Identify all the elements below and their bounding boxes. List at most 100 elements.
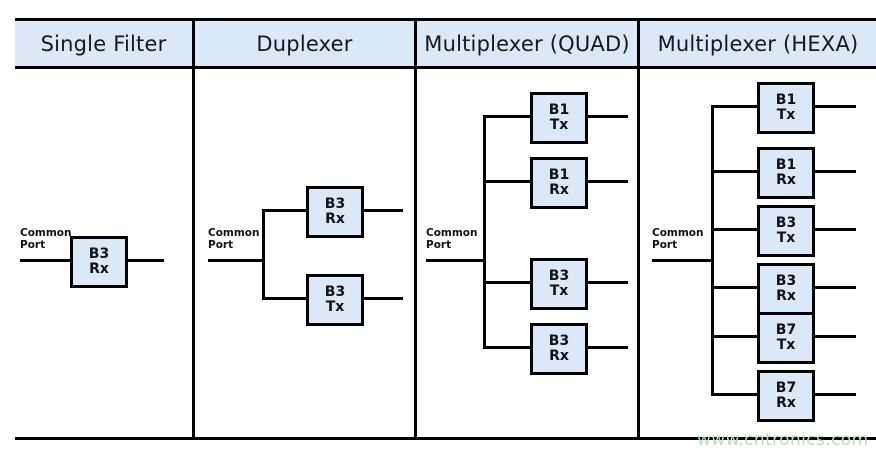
common-port-label: Common Port xyxy=(20,227,72,252)
common-port-label: Common Port xyxy=(652,227,704,252)
filter-box: B3 Rx xyxy=(757,263,815,315)
diagram-multiplexer-hexa: Common Port B1 Tx B1 Rx B3 T xyxy=(640,69,876,437)
filter-band: B1 xyxy=(548,101,570,118)
filter-band: B3 xyxy=(324,195,346,212)
comparison-table: Single Filter Duplexer Multiplexer (QUAD… xyxy=(15,18,876,440)
header-bottom-border xyxy=(15,66,876,69)
filter-output-line xyxy=(128,259,164,262)
filter-band: B3 xyxy=(775,272,797,289)
filter-output-line xyxy=(588,281,628,284)
branch-line-4 xyxy=(711,286,760,289)
filter-direction: Rx xyxy=(776,172,796,188)
filter-box: B1 Rx xyxy=(757,147,815,199)
splitter-bus xyxy=(711,105,714,396)
table-bottom-border xyxy=(15,437,876,440)
site-watermark: www.cntronics.com xyxy=(697,430,869,450)
column-header-label: Duplexer xyxy=(256,31,353,56)
branch-line-2 xyxy=(262,297,309,300)
column-header-multiplexer-quad: Multiplexer (QUAD) xyxy=(417,21,637,66)
filter-direction: Tx xyxy=(549,283,569,299)
common-port-label: Common Port xyxy=(208,227,260,252)
filter-output-line xyxy=(815,286,856,289)
filter-output-line xyxy=(815,393,856,396)
common-port-label-line1: Common xyxy=(426,227,478,239)
filter-box: B3 Rx xyxy=(530,323,588,375)
column-header-label: Multiplexer (QUAD) xyxy=(424,31,630,56)
column-header-duplexer: Duplexer xyxy=(195,21,414,66)
filter-box: B3 Tx xyxy=(306,274,364,326)
filter-output-line xyxy=(815,228,856,231)
common-port-feed-line xyxy=(652,259,714,262)
splitter-bus xyxy=(262,209,265,300)
column-divider-1 xyxy=(192,21,195,437)
filter-band: B1 xyxy=(548,166,570,183)
filter-direction: Tx xyxy=(776,230,796,246)
common-port-feed-line xyxy=(426,259,486,262)
column-header-multiplexer-hexa: Multiplexer (HEXA) xyxy=(640,21,876,66)
branch-line-2 xyxy=(711,170,760,173)
diagram-multiplexer-quad: Common Port B1 Tx B1 Rx B3 Tx xyxy=(417,69,637,437)
filter-output-line xyxy=(588,180,628,183)
diagram-duplexer: Common Port B3 Rx B3 Tx xyxy=(195,69,414,437)
column-divider-3 xyxy=(637,21,640,437)
common-port-label-line2: Port xyxy=(20,239,46,252)
filter-box: B7 Rx xyxy=(757,370,815,422)
branch-line-2 xyxy=(483,180,533,183)
common-port-label-line1: Common xyxy=(652,227,704,239)
filter-direction: Tx xyxy=(776,337,796,353)
filter-box: B3 Rx xyxy=(70,236,128,288)
filter-output-line xyxy=(364,209,403,212)
common-port-label-line1: Common xyxy=(208,227,260,239)
filter-band: B1 xyxy=(775,156,797,173)
filter-output-line xyxy=(588,346,628,349)
filter-output-line xyxy=(588,115,628,118)
branch-line-3 xyxy=(483,281,533,284)
common-port-label-line2: Port xyxy=(208,239,234,252)
filter-direction: Tx xyxy=(325,299,345,315)
filter-direction: Rx xyxy=(89,261,109,277)
filter-direction: Rx xyxy=(776,288,796,304)
branch-line-3 xyxy=(711,228,760,231)
branch-line-1 xyxy=(711,105,760,108)
filter-direction: Rx xyxy=(549,348,569,364)
header-row-background xyxy=(15,21,876,66)
filter-band: B3 xyxy=(548,267,570,284)
filter-output-line xyxy=(815,105,856,108)
filter-box: B3 Tx xyxy=(530,258,588,310)
filter-direction: Rx xyxy=(325,211,345,227)
filter-box: B7 Tx xyxy=(757,312,815,364)
branch-line-5 xyxy=(711,335,760,338)
filter-direction: Tx xyxy=(549,117,569,133)
filter-box: B1 Rx xyxy=(530,157,588,209)
common-port-label-line2: Port xyxy=(652,239,678,252)
column-header-label: Multiplexer (HEXA) xyxy=(657,31,859,56)
filter-output-line xyxy=(364,297,403,300)
branch-line-1 xyxy=(262,209,309,212)
filter-band: B3 xyxy=(775,214,797,231)
table-top-border xyxy=(15,18,876,21)
filter-box: B1 Tx xyxy=(757,82,815,134)
common-port-feed-line xyxy=(20,259,70,262)
filter-band: B7 xyxy=(775,321,797,338)
filter-band: B7 xyxy=(775,379,797,396)
filter-output-line xyxy=(815,170,856,173)
branch-line-6 xyxy=(711,393,760,396)
column-header-label: Single Filter xyxy=(40,31,167,56)
filter-direction: Rx xyxy=(776,395,796,411)
common-port-label-line1: Common xyxy=(20,227,72,239)
filter-box: B3 Rx xyxy=(306,186,364,238)
filter-band: B3 xyxy=(88,245,110,262)
common-port-label-line2: Port xyxy=(426,239,452,252)
filter-band: B3 xyxy=(324,283,346,300)
column-divider-2 xyxy=(414,21,417,437)
filter-box: B1 Tx xyxy=(530,92,588,144)
column-header-single-filter: Single Filter xyxy=(15,21,192,66)
filter-direction: Rx xyxy=(549,182,569,198)
filter-box: B3 Tx xyxy=(757,205,815,257)
filter-band: B3 xyxy=(548,332,570,349)
filter-band: B1 xyxy=(775,91,797,108)
splitter-bus xyxy=(483,115,486,349)
filter-direction: Tx xyxy=(776,107,796,123)
common-port-label: Common Port xyxy=(426,227,478,252)
